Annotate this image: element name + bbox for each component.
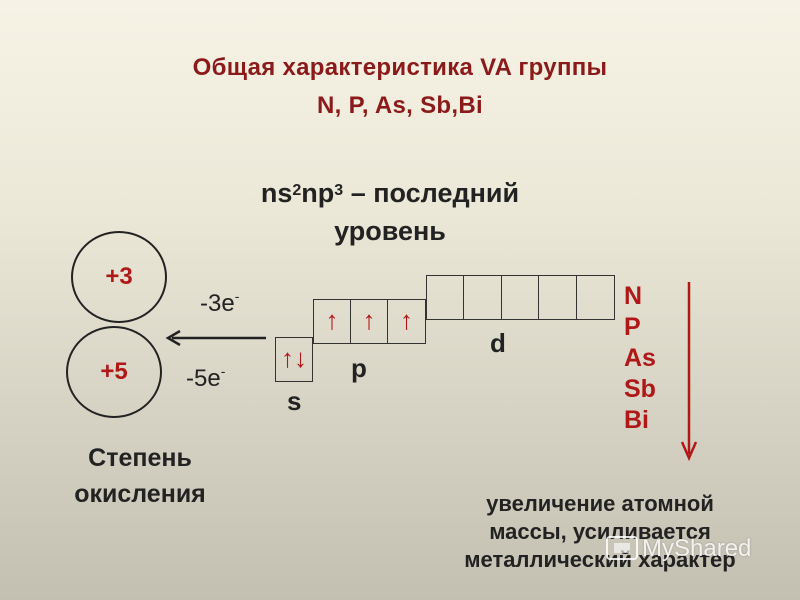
oxidation-plus3-circle: +3 bbox=[71, 231, 167, 323]
d-orbital-cell-4 bbox=[538, 275, 577, 320]
oxidation-plus3-label: +3 bbox=[105, 263, 133, 290]
d-sublevel-label: d bbox=[490, 328, 506, 358]
trend-description: увеличение атомной массы, усиливается ме… bbox=[464, 491, 736, 572]
d-orbital-cell-1 bbox=[426, 275, 464, 320]
s-orbital-cell: ↑↓ bbox=[275, 337, 313, 382]
element-n: N bbox=[624, 282, 643, 310]
p-electron-3: ↑ bbox=[400, 305, 413, 335]
configuration-line1: ns2np3 – последний bbox=[260, 178, 520, 208]
page-title: Общая характеристика VA группы bbox=[192, 54, 608, 81]
p-orbital-cell-1: ↑ bbox=[313, 299, 351, 344]
p-electron-2: ↑ bbox=[362, 305, 376, 335]
element-sb: Sb bbox=[624, 375, 656, 403]
p-sublevel-label: p bbox=[351, 353, 367, 383]
electron-configuration: ns2np3 – последний уровень bbox=[230, 174, 550, 250]
d-orbital-cell-2 bbox=[463, 275, 502, 320]
minus-5e-label: -5e- bbox=[186, 363, 226, 392]
s-electrons: ↑↓ bbox=[281, 343, 307, 373]
element-bi: Bi bbox=[624, 406, 649, 434]
d-orbital-cell-5 bbox=[576, 275, 615, 320]
p-orbital-cell-2: ↑ bbox=[350, 299, 388, 344]
down-arrow-icon bbox=[680, 282, 698, 462]
oxidation-state-label: Степень окисления bbox=[74, 444, 206, 508]
oxidation-plus5-label: +5 bbox=[100, 358, 128, 385]
minus-3e-label: -3e- bbox=[200, 288, 240, 317]
element-p: P bbox=[624, 313, 641, 341]
p-orbital-cell-3: ↑ bbox=[387, 299, 426, 344]
group-elements-list: N P As Sb Bi bbox=[624, 281, 684, 436]
s-sublevel-label: s bbox=[287, 386, 302, 416]
watermark-text: MyShared bbox=[642, 535, 752, 562]
element-list-title: N, P, As, Sb,Bi bbox=[317, 92, 483, 119]
watermark-logo-icon bbox=[606, 536, 638, 560]
configuration-line2: уровень bbox=[334, 216, 446, 246]
left-arrow-icon bbox=[165, 330, 266, 346]
element-as: As bbox=[624, 344, 656, 372]
oxidation-plus5-circle: +5 bbox=[66, 326, 162, 418]
p-electron-1: ↑ bbox=[325, 305, 339, 335]
d-orbital-cell-3 bbox=[501, 275, 539, 320]
